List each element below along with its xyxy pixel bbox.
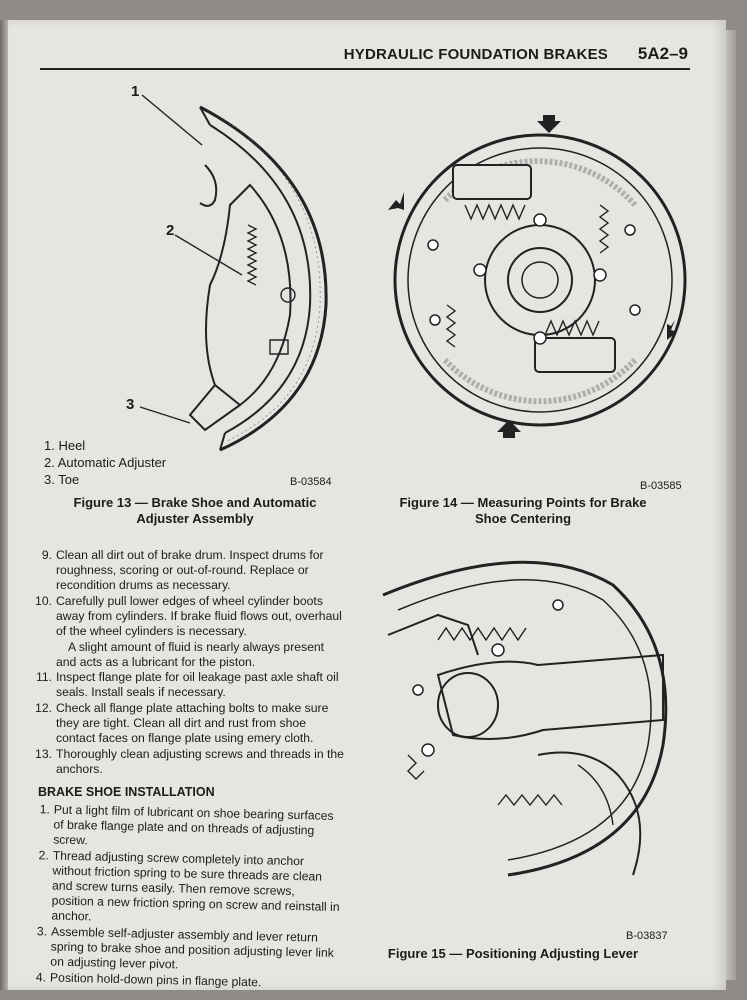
legend-item-automatic-adjuster: 2. Automatic Adjuster [44,455,167,470]
figure-15-illustration [382,560,668,877]
figure-13-caption-line-1: Figure 13 — Brake Shoe and Automatic [73,495,317,510]
figure-13-caption: Figure 13 — Brake Shoe and Automatic Adj… [50,495,340,527]
figure-14-caption: Figure 14 — Measuring Points for Brake S… [382,495,664,527]
book-spine [0,20,10,990]
figure-14-caption-line-1: Figure 14 — Measuring Points for Brake [399,495,647,510]
figure-14-illustration [388,115,687,438]
step-text: Carefully pull lower edges of wheel cyli… [56,594,342,638]
installation-steps: 1. Put a light film of lubricant on shoe… [26,802,342,993]
step-number: 3. [36,924,48,939]
step-number: 12. [35,701,52,715]
legend-item-heel: 1. Heel [44,438,86,453]
install-step-2: 2. Thread adjusting screw completely int… [27,848,341,930]
figure-14-code: B-03585 [640,480,682,492]
step-text: Clean all dirt out of brake drum. Inspec… [56,548,324,592]
page-header: HYDRAULIC FOUNDATION BRAKES 5A2–9 [40,42,690,70]
figure-13-caption-line-2: Adjuster Assembly [136,511,254,526]
step-10: 10. Carefully pull lower edges of wheel … [32,594,344,639]
step-number: 11. [35,670,52,684]
step-text: Thread adjusting screw completely into a… [51,848,340,924]
figure-13-code: B-03584 [290,476,332,488]
install-step-3: 3. Assemble self-adjuster assembly and l… [26,924,339,976]
step-number: 4. [35,970,47,985]
figure-15-code: B-03837 [626,930,668,942]
step-text: Assemble self-adjuster assembly and leve… [50,924,335,972]
step-number: 2. [38,848,49,863]
figure-13-legend: 1. Heel 2. Automatic Adjuster 3. Toe [44,437,166,488]
step-10-note: A slight amount of fluid is nearly alway… [56,640,325,669]
figure-13-callout-1: 1 [131,83,140,100]
figure-15-caption: Figure 15 — Positioning Adjusting Lever [387,946,639,961]
figure-14-caption-line-2: Shoe Centering [474,511,572,526]
step-12: 12. Check all flange plate attaching bol… [32,701,344,746]
step-number: 1. [39,802,50,817]
header-page-number: 5A2–9 [637,44,688,63]
header-title: HYDRAULIC FOUNDATION BRAKES [343,46,608,63]
step-number: 13. [35,747,52,761]
figure-13-illustration [139,94,328,452]
section-heading-brake-shoe-installation: BRAKE SHOE INSTALLATION [38,785,215,799]
step-text: Inspect flange plate for oil leakage pas… [56,670,339,699]
legend-item-toe: 3. Toe [44,472,80,487]
install-step-1: 1. Put a light film of lubricant on shoe… [29,802,342,854]
inspection-steps: 9. Clean all dirt out of brake drum. Ins… [32,548,344,778]
step-9: 9. Clean all dirt out of brake drum. Ins… [32,548,344,593]
figure-13-callout-3: 3 [126,396,135,413]
step-text: Thoroughly clean adjusting screws and th… [56,747,344,776]
step-11: 11. Inspect flange plate for oil leakage… [32,670,344,700]
figure-13-callout-2: 2 [166,222,175,239]
step-text: Check all flange plate attaching bolts t… [56,701,329,745]
step-13: 13. Thoroughly clean adjusting screws an… [32,747,344,777]
step-number: 10. [35,594,52,608]
step-number: 9. [41,548,52,562]
step-text: Put a light film of lubricant on shoe be… [52,802,334,848]
